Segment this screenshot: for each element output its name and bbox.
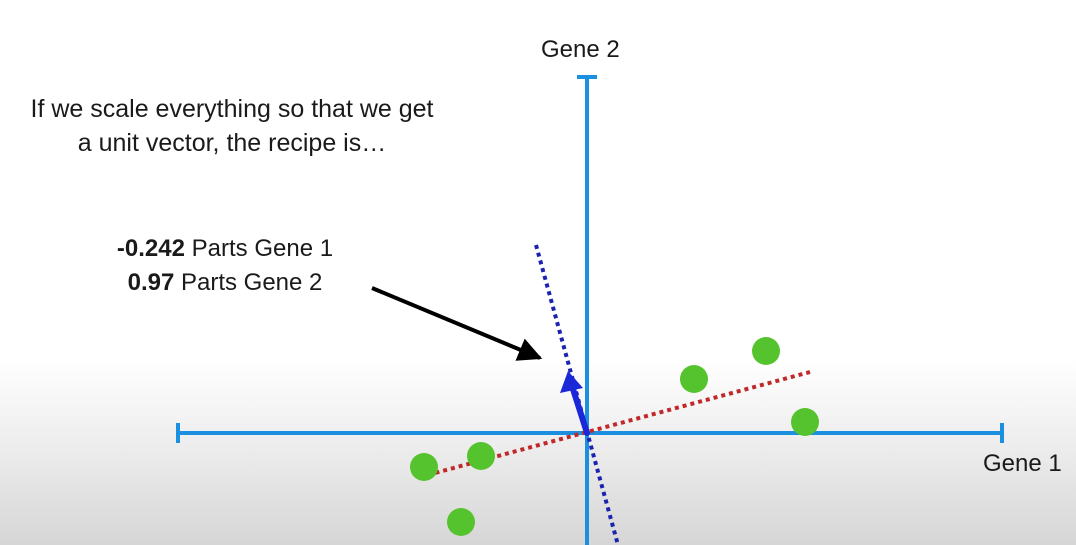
data-point [467,442,495,470]
recipe-text-gene2: Parts Gene 2 [174,269,323,296]
recipe-text: -0.242 Parts Gene 1 0.97 Parts Gene 2 [60,232,390,300]
gene1-axis-label: Gene 1 [983,450,1062,477]
gene2-axis [577,75,597,545]
data-point [752,337,780,365]
data-point [410,453,438,481]
recipe-amount-gene1: -0.242 [116,235,185,262]
explanation-caption: If we scale everything so that we get a … [30,95,434,157]
recipe-amount-gene2: 0.97 [127,269,175,296]
recipe-line-gene1: -0.242 Parts Gene 1 [60,232,390,266]
data-points [410,337,819,536]
gene2-axis-label: Gene 2 [541,36,620,63]
unit-vector-arrow [560,371,590,436]
recipe-line-gene2: 0.97 Parts Gene 2 [60,266,390,300]
data-point [680,365,708,393]
recipe-text-gene1: Parts Gene 1 [184,235,334,262]
pointer-arrow [371,286,543,361]
data-point [791,408,819,436]
data-point [447,508,475,536]
